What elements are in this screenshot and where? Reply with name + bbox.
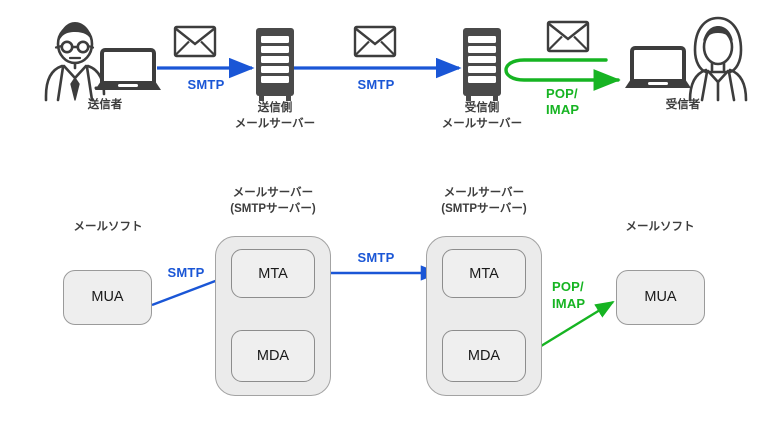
mail-software-caption-right: メールソフト <box>625 221 695 233</box>
mail-software-caption-left: メールソフト <box>73 221 143 233</box>
smtp-label-top-2: SMTP <box>357 77 395 92</box>
mta-box-left[interactable] <box>231 249 315 298</box>
mda-box-right-label: MDA <box>467 348 501 364</box>
laptop-icon <box>95 48 161 90</box>
mail-server-caption-right-line2: (SMTPサーバー) <box>441 203 527 215</box>
envelope-icon <box>353 25 397 58</box>
mta-box-right[interactable] <box>442 249 526 298</box>
laptop-icon <box>625 46 691 88</box>
mda-box-left-label: MDA <box>256 348 290 364</box>
pop-imap-arrow-top <box>504 58 621 91</box>
mta-box-left-label: MTA <box>258 266 288 282</box>
sender-label: 送信者 <box>87 99 123 111</box>
mail-server-caption-right-line1: メールサーバー <box>443 187 525 199</box>
smtp-label-bottom-2: SMTP <box>357 250 395 265</box>
mda-box-left[interactable] <box>231 330 315 382</box>
pop-imap-label-bottom-line1: POP/ <box>552 279 584 294</box>
mua-box-left-label: MUA <box>91 289 124 305</box>
mua-box-right[interactable] <box>616 270 705 325</box>
mta-box-right-label: MTA <box>469 266 499 282</box>
smtp-label-top-1: SMTP <box>187 77 225 92</box>
receiving-server-label-line1: 受信側 <box>464 102 500 114</box>
receiving-server-label-line2: メールサーバー <box>441 118 523 130</box>
mda-box-right[interactable] <box>442 330 526 382</box>
person-female-icon <box>688 16 748 102</box>
pop-imap-arrow-bottom <box>527 300 615 356</box>
person-male-icon <box>44 22 106 102</box>
server-rack-icon <box>256 28 294 101</box>
envelope-icon <box>173 25 217 58</box>
pop-imap-label-top-line1: POP/ <box>546 86 578 101</box>
pop-imap-label-bottom-line2: IMAP <box>552 296 586 311</box>
mail-server-caption-left-line2: (SMTPサーバー) <box>230 203 316 215</box>
pop-imap-label-top-line2: IMAP <box>546 102 580 117</box>
mua-box-left[interactable] <box>63 270 152 325</box>
envelope-icon <box>546 20 590 53</box>
sending-server-label-line2: メールサーバー <box>234 118 316 130</box>
sending-server-label-line1: 送信側 <box>257 102 293 114</box>
receiver-label: 受信者 <box>665 99 701 111</box>
mua-box-right-label: MUA <box>644 289 677 305</box>
mail-server-caption-left-line1: メールサーバー <box>232 187 314 199</box>
server-rack-icon <box>463 28 501 101</box>
smtp-label-bottom-1: SMTP <box>167 265 205 280</box>
